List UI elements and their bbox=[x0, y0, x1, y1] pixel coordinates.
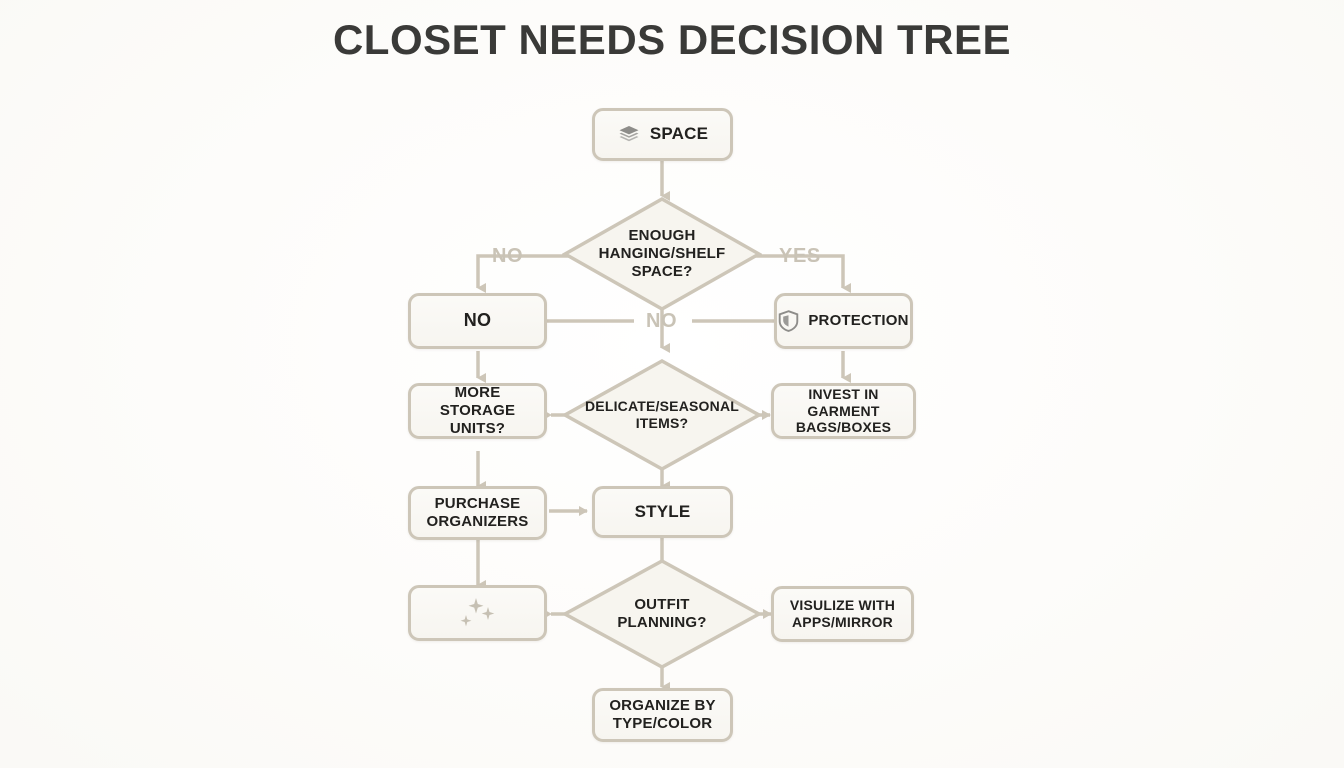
node-outfit-planning[interactable]: OUTFIT PLANNING? bbox=[562, 558, 762, 670]
node-style[interactable]: STYLE bbox=[592, 486, 733, 538]
node-visualize[interactable]: VISULIZE WITH APPS/MIRROR bbox=[771, 586, 914, 642]
node-protection-label: PROTECTION bbox=[808, 312, 909, 330]
node-space-label: SPACE bbox=[649, 124, 709, 144]
node-visualize-label: VISULIZE WITH APPS/MIRROR bbox=[789, 597, 896, 630]
shield-icon bbox=[778, 310, 799, 332]
edge-label-no-left: NO bbox=[492, 245, 524, 267]
node-style-label: STYLE bbox=[634, 501, 691, 521]
node-enough-space-label: ENOUGH HANGING/SHELF SPACE? bbox=[598, 227, 726, 280]
node-garment-bags-label: INVEST IN GARMENT BAGS/BOXES bbox=[795, 386, 892, 436]
node-enough-space[interactable]: ENOUGH HANGING/SHELF SPACE? bbox=[562, 196, 762, 312]
sparkles-icon bbox=[450, 594, 506, 632]
node-outfit-planning-label: OUTFIT PLANNING? bbox=[617, 596, 707, 631]
node-protection[interactable]: PROTECTION bbox=[774, 293, 913, 349]
node-purchase-organizers-label: PURCHASE ORGANIZERS bbox=[426, 495, 529, 530]
node-organize[interactable]: ORGANIZE BY TYPE/COLOR bbox=[592, 688, 733, 742]
diamond-shape bbox=[562, 358, 762, 472]
node-garment-bags[interactable]: INVEST IN GARMENT BAGS/BOXES bbox=[771, 383, 916, 439]
node-delicate[interactable]: DELICATE/SEASONAL ITEMS? bbox=[562, 358, 762, 472]
edge-label-yes-right: YES bbox=[779, 245, 821, 267]
layers-icon bbox=[617, 123, 641, 147]
node-more-storage-label: MORE STORAGE UNITS? bbox=[439, 384, 516, 437]
node-delicate-label: DELICATE/SEASONAL ITEMS? bbox=[584, 398, 740, 431]
node-space[interactable]: SPACE bbox=[592, 108, 733, 161]
diamond-shape bbox=[562, 559, 762, 669]
node-more-storage[interactable]: MORE STORAGE UNITS? bbox=[408, 383, 547, 439]
node-no-box-label: NO bbox=[463, 310, 492, 331]
node-no-box[interactable]: NO bbox=[408, 293, 547, 349]
page-title: CLOSET NEEDS DECISION TREE bbox=[332, 16, 1012, 63]
node-sparkles-box[interactable] bbox=[408, 585, 547, 641]
diamond-shape bbox=[562, 196, 762, 312]
node-purchase-organizers[interactable]: PURCHASE ORGANIZERS bbox=[408, 486, 547, 540]
edge-label-no-middle: NO bbox=[646, 310, 678, 332]
node-organize-label: ORGANIZE BY TYPE/COLOR bbox=[609, 697, 716, 732]
